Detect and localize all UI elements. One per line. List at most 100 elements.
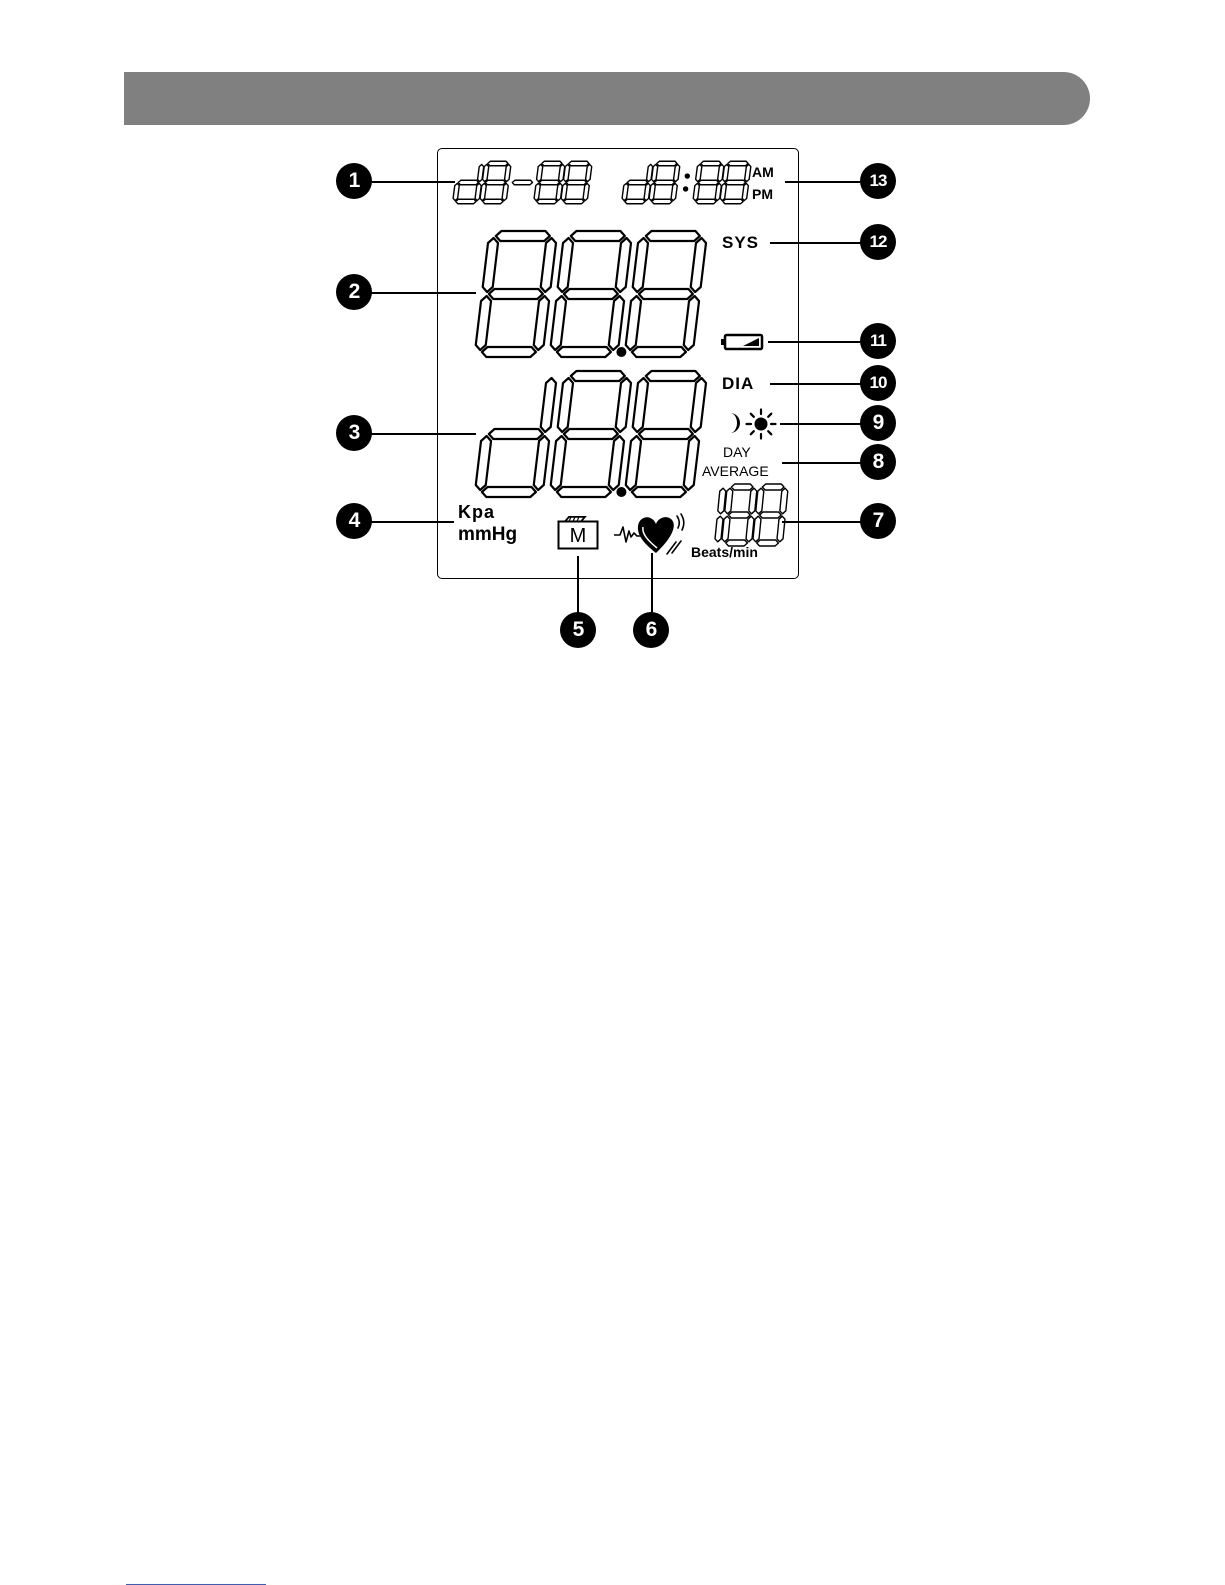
segment-e	[476, 436, 491, 490]
segment-g	[458, 180, 478, 185]
segment-f	[723, 164, 729, 181]
segment-e	[561, 183, 567, 200]
segment-e	[693, 183, 699, 200]
unit-kpa-label: Kpa	[458, 503, 495, 521]
callout-3: 3	[336, 415, 372, 451]
segment-g	[729, 512, 751, 518]
segment-e	[626, 436, 641, 490]
time-display-svg	[610, 159, 758, 206]
systolic-display-svg	[446, 226, 722, 362]
segment-a	[496, 231, 550, 241]
segment-c	[684, 296, 699, 350]
segment-g	[512, 180, 532, 185]
leader-line-3	[370, 433, 476, 435]
callout-9: 9	[860, 405, 896, 441]
segment-b	[616, 238, 631, 292]
battery-icon	[720, 333, 764, 351]
segment-a	[732, 484, 754, 490]
segment-e	[626, 296, 641, 350]
leader-line-6	[651, 553, 653, 613]
segment-a	[646, 371, 700, 381]
segment-d	[564, 199, 584, 204]
segment-c	[742, 183, 748, 200]
segment-e	[722, 516, 730, 542]
segment-g	[639, 429, 693, 439]
segment-d	[557, 347, 611, 357]
segment-c	[609, 436, 624, 490]
pulse-display-svg	[676, 481, 797, 549]
leader-line-12	[770, 242, 862, 244]
callout-6: 6	[633, 612, 669, 648]
segment-g	[627, 180, 647, 185]
segment-c	[671, 183, 677, 200]
beats-per-min-label: Beats/min	[691, 545, 758, 559]
callout-11: 11	[860, 323, 896, 359]
callout-12: 12	[860, 224, 896, 260]
segment-g	[725, 180, 745, 185]
segment-a	[657, 161, 677, 166]
pm-label: PM	[752, 187, 773, 201]
segment-d	[652, 199, 672, 204]
segment-f	[652, 164, 658, 181]
segment-a	[569, 161, 589, 166]
segment-g	[539, 180, 559, 185]
segment-f	[633, 238, 648, 292]
segment-a	[728, 161, 748, 166]
segment-c	[534, 436, 549, 490]
am-label: AM	[752, 165, 774, 179]
segment-a	[571, 231, 625, 241]
moon-icon	[724, 411, 744, 435]
colon-dot	[685, 173, 690, 178]
segment-f	[483, 238, 498, 292]
segment-b	[691, 238, 706, 292]
segment-b	[586, 164, 592, 181]
segment-e	[534, 183, 540, 200]
callout-2: 2	[336, 274, 372, 310]
segment-f	[483, 164, 489, 181]
segment-d	[723, 199, 743, 204]
leader-line-5	[577, 556, 579, 613]
callout-7: 7	[860, 503, 896, 539]
decimal-point	[616, 347, 626, 357]
segment-c	[583, 183, 589, 200]
segment-c	[502, 183, 508, 200]
segment-e	[476, 296, 491, 350]
segment-g	[639, 289, 693, 299]
segment-g	[654, 180, 674, 185]
segment-e	[551, 436, 566, 490]
unit-mmhg-label: mmHg	[458, 525, 517, 544]
segment-e	[720, 183, 726, 200]
leader-line-13	[785, 181, 862, 183]
segment-d	[696, 199, 716, 204]
segment-e	[453, 183, 459, 200]
segment-d	[483, 199, 503, 204]
segment-g	[564, 429, 618, 439]
segment-a	[542, 161, 562, 166]
leader-line-1	[370, 181, 455, 183]
callout-5: 5	[560, 612, 596, 648]
segment-f	[633, 378, 648, 432]
segment-g	[489, 289, 543, 299]
segment-f	[564, 164, 570, 181]
segment-d	[625, 199, 645, 204]
day-label: DAY	[723, 445, 751, 459]
segment-g	[489, 429, 543, 439]
segment-b	[541, 378, 556, 432]
segment-e	[753, 516, 761, 542]
leader-line-4	[370, 521, 454, 523]
segment-b	[745, 164, 751, 181]
segment-d	[482, 487, 536, 497]
segment-b	[674, 164, 680, 181]
segment-b	[616, 378, 631, 432]
segment-g	[566, 180, 586, 185]
segment-e	[622, 183, 628, 200]
leader-line-8	[782, 462, 862, 464]
segment-d	[757, 540, 779, 546]
segment-e	[551, 296, 566, 350]
segment-b	[691, 378, 706, 432]
memory-icon: M	[557, 516, 599, 550]
heart-icon	[636, 512, 690, 556]
leader-line-9	[780, 423, 862, 425]
segment-d	[482, 347, 536, 357]
date-display-svg	[441, 159, 599, 206]
